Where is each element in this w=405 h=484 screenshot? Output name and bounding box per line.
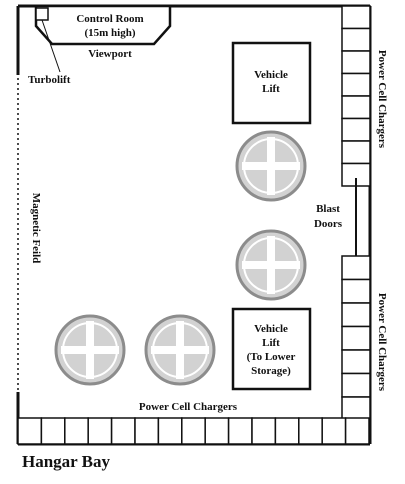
blast-doors-label-1: Blast bbox=[316, 203, 340, 215]
charger-cell bbox=[110, 417, 136, 445]
power-cell-chargers-top-right-label: Power Cell Chargers bbox=[376, 50, 388, 149]
vehicle-lift-2-label-3: (To Lower bbox=[247, 351, 296, 363]
power-cell-chargers-bottom-label: Power Cell Chargers bbox=[139, 401, 238, 413]
control-room-height: (15m high) bbox=[84, 27, 135, 39]
charger-cell bbox=[298, 417, 323, 445]
vehicle-lift-2-label-1: Vehicle bbox=[254, 323, 288, 335]
charger-cell bbox=[344, 417, 370, 445]
charger-cell bbox=[227, 417, 253, 445]
magnetic-field-label: Magnetic Feild bbox=[30, 193, 42, 264]
vehicle-lift-1-label-1: Vehicle bbox=[254, 69, 288, 81]
charger-cell bbox=[251, 417, 277, 445]
blast-doors-label-2: Doors bbox=[314, 218, 343, 230]
landing-pad bbox=[54, 314, 126, 386]
charger-cell bbox=[341, 255, 371, 281]
landing-pad bbox=[235, 229, 307, 301]
charger-cell bbox=[341, 117, 371, 142]
charger-cell bbox=[341, 72, 371, 97]
turbolift-leader bbox=[41, 19, 61, 73]
charger-cell bbox=[341, 5, 371, 30]
vehicle-lift-2-label-4: Storage) bbox=[251, 365, 291, 377]
charger-cell bbox=[321, 417, 347, 445]
charger-cell bbox=[87, 417, 113, 445]
vehicle-lift-1: Vehicle Lift bbox=[231, 41, 312, 125]
charger-cell bbox=[17, 417, 43, 445]
landing-pad bbox=[235, 130, 307, 202]
charger-cell bbox=[341, 302, 371, 328]
control-room: Control Room (15m high) bbox=[34, 4, 172, 46]
vehicle-lift-2: Vehicle Lift (To Lower Storage) bbox=[231, 307, 312, 391]
charger-cell bbox=[181, 417, 206, 445]
landing-pad-cross-horizontal bbox=[242, 162, 300, 170]
power-cell-chargers-right-lower bbox=[341, 255, 371, 422]
vehicle-lift-2-box bbox=[231, 307, 312, 391]
power-cell-chargers-lower-right-label: Power Cell Chargers bbox=[376, 293, 388, 392]
charger-cell bbox=[40, 417, 66, 445]
charger-cell bbox=[341, 95, 371, 120]
power-cell-chargers-bottom bbox=[17, 417, 370, 445]
charger-cell bbox=[341, 372, 371, 398]
landing-pad bbox=[144, 314, 216, 386]
landing-pad-cross-horizontal bbox=[61, 346, 119, 354]
landing-pad-cross-horizontal bbox=[242, 261, 300, 269]
vehicle-lift-1-label-2: Lift bbox=[262, 83, 280, 95]
turbolift: Turbolift bbox=[28, 7, 71, 86]
control-room-outline bbox=[34, 4, 172, 46]
landing-pad-cross-horizontal bbox=[151, 346, 209, 354]
charger-cell bbox=[341, 396, 371, 422]
turbolift-label: Turbolift bbox=[28, 74, 71, 86]
charger-cell bbox=[341, 27, 371, 52]
vehicle-lift-2-label-2: Lift bbox=[262, 337, 280, 349]
charger-cell bbox=[157, 417, 183, 445]
landing-pads bbox=[54, 130, 307, 386]
charger-cell bbox=[134, 417, 160, 445]
charger-cell bbox=[341, 140, 371, 165]
viewport-label: Viewport bbox=[88, 48, 132, 60]
charger-cell bbox=[274, 417, 300, 445]
charger-cell bbox=[341, 349, 371, 375]
charger-cell bbox=[341, 325, 371, 351]
map-title: Hangar Bay bbox=[22, 452, 111, 471]
control-room-title: Control Room bbox=[76, 13, 143, 25]
charger-cell bbox=[204, 417, 230, 445]
turbolift-box bbox=[35, 7, 49, 21]
power-cell-chargers-right-upper bbox=[341, 5, 371, 187]
vehicle-lift-1-box bbox=[231, 41, 312, 125]
charger-cell bbox=[341, 278, 371, 304]
blast-doors: Blast Doors bbox=[314, 178, 357, 256]
charger-cell bbox=[64, 417, 89, 445]
charger-cell bbox=[341, 50, 371, 75]
